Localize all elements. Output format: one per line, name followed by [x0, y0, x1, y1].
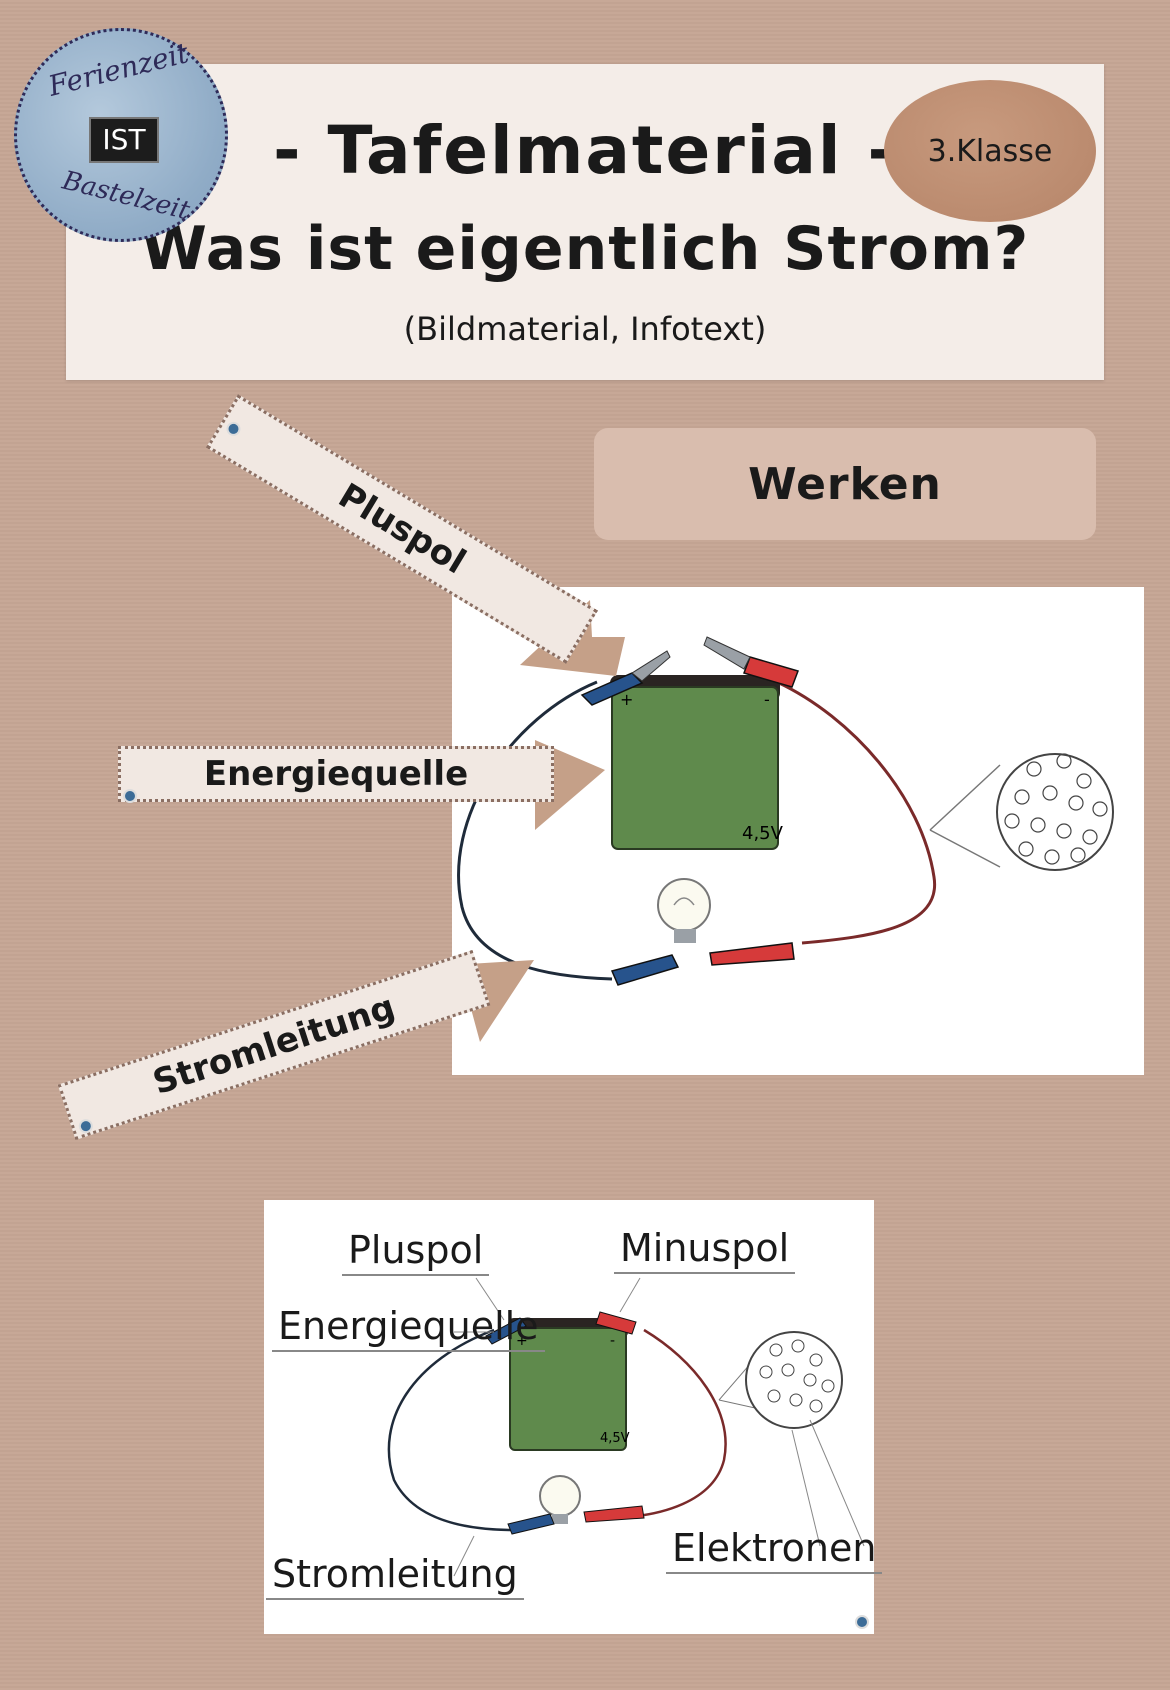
- bulb-base: [674, 929, 696, 943]
- bulb-filament: [673, 897, 695, 906]
- pin-icon: [223, 419, 244, 439]
- logo: Ferienzeit IST Bastelzeit: [14, 28, 228, 242]
- page-title: - Tafelmaterial -: [273, 112, 897, 189]
- pin-icon: [123, 789, 137, 803]
- answer-label-pluspol: Pluspol: [342, 1228, 490, 1276]
- red-wire: [776, 680, 937, 945]
- page-note: (Bildmaterial, Infotext): [403, 310, 767, 348]
- blue-clip-top: [580, 672, 644, 706]
- answer-label-energiequelle: Energiequelle: [272, 1304, 545, 1352]
- battery-minus: -: [764, 690, 770, 709]
- answer-key-illustration: + - 4,5V: [387, 1277, 869, 1629]
- battery-voltage: 4,5V: [742, 823, 784, 844]
- answer-label-elektronen: Elektronen: [666, 1526, 883, 1574]
- strip-energiequelle[interactable]: Energiequelle: [118, 746, 554, 803]
- clip-jaw: [631, 650, 671, 682]
- zoom-line-bottom: [929, 829, 1001, 868]
- black-wire: [457, 680, 613, 981]
- answer-battery-voltage: 4,5V: [600, 1431, 630, 1446]
- zoom-line-top: [929, 764, 1001, 831]
- answer-key-panel: + - 4,5V Pluspol Minuspol Energiequelle …: [264, 1200, 883, 1634]
- red-clip-top: [743, 656, 799, 688]
- blue-clip-bottom: [610, 954, 680, 986]
- answer-battery-plus: +: [516, 1333, 528, 1349]
- circuit-illustration: + - 4,5V: [457, 636, 1114, 986]
- battery-plus: +: [620, 690, 633, 709]
- clip-jaw: [703, 636, 751, 670]
- answer-battery-minus: -: [610, 1333, 615, 1349]
- subject-label: Werken: [748, 458, 942, 510]
- answer-label-stromleitung: Stromleitung: [266, 1552, 524, 1600]
- pin-icon: [77, 1117, 95, 1135]
- battery-body: [611, 686, 779, 850]
- subject-card: Werken: [594, 428, 1096, 540]
- logo-badge: IST: [89, 117, 159, 163]
- strip-energiequelle-label: Energiequelle: [203, 754, 469, 794]
- grade-label: 3.Klasse: [927, 133, 1053, 169]
- grade-badge: 3.Klasse: [884, 80, 1096, 222]
- answer-label-minuspol: Minuspol: [614, 1226, 796, 1274]
- circuit-image-panel: + - 4,5V: [452, 587, 1144, 1075]
- page-subtitle: Was ist eigentlich Strom?: [140, 214, 1030, 284]
- red-clip-bottom: [709, 942, 795, 966]
- electrons-group: [1004, 753, 1108, 865]
